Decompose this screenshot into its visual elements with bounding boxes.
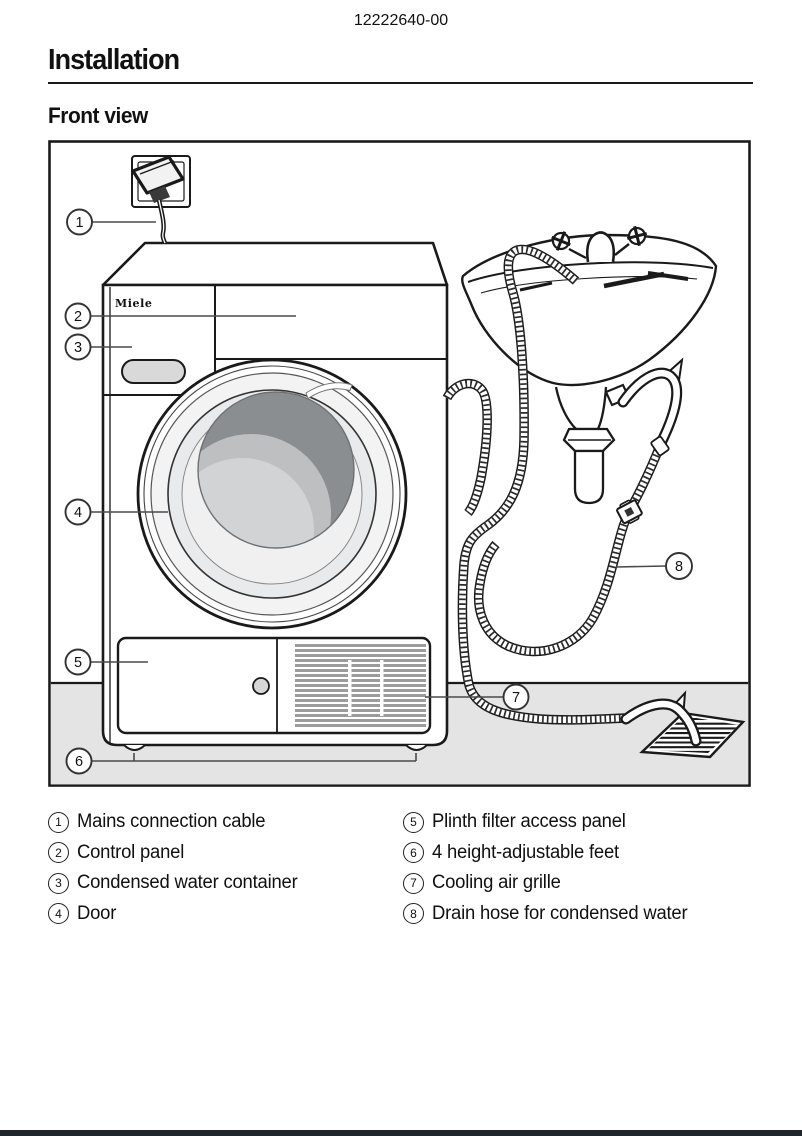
- callout-1: 1: [66, 208, 156, 236]
- drain-hose-sink-to-floor: [457, 244, 626, 725]
- foot-left: [123, 744, 146, 751]
- hose-clamp: [650, 435, 670, 457]
- condensed-water-container-handle: [121, 359, 186, 384]
- foot-right: [405, 744, 428, 751]
- legend-item: 1 Mains connection cable: [48, 811, 304, 833]
- plinth-knob: [252, 677, 270, 695]
- legend-item: 6 4 height-adjustable feet: [403, 842, 695, 864]
- legend-num-5: 5: [403, 811, 424, 833]
- svg-text:8: 8: [675, 559, 683, 575]
- legend-num-4: 4: [48, 903, 69, 924]
- hose-coupling: [616, 499, 643, 525]
- legend-num-7: 7: [403, 872, 424, 894]
- legend-label-1: Mains connection cable: [77, 811, 266, 832]
- door-highlight: [305, 382, 353, 400]
- hose-guide-floor: [620, 690, 702, 747]
- machine-top-face: [101, 241, 449, 287]
- legend-item: 8 Drain hose for condensed water: [403, 903, 695, 925]
- legend-item: 2 Control panel: [48, 842, 304, 864]
- callout-2: 2: [64, 302, 296, 330]
- title-rule: [48, 82, 753, 84]
- svg-text:3: 3: [74, 340, 82, 356]
- callout-5: 5: [64, 648, 148, 676]
- legend-label-3: Condensed water container: [77, 872, 298, 893]
- svg-text:2: 2: [74, 309, 82, 325]
- svg-text:4: 4: [74, 505, 82, 521]
- cooling-air-grille: [295, 644, 426, 727]
- legend-label-8: Drain hose for condensed water: [432, 902, 688, 924]
- plinth-panel: [116, 636, 432, 735]
- legend-item: 4 Door: [48, 903, 304, 925]
- section-title: Front view: [48, 103, 148, 128]
- miele-logo: Miele: [115, 297, 153, 310]
- svg-text:1: 1: [75, 215, 83, 231]
- callout-3: 3: [64, 333, 132, 361]
- door: [136, 358, 408, 630]
- legend-label-4: Door: [77, 902, 117, 924]
- callout-6: 6: [65, 747, 417, 775]
- legend-item: 5 Plinth filter access panel: [403, 811, 695, 833]
- power-plug: [131, 155, 191, 244]
- svg-text:7: 7: [512, 690, 520, 706]
- doc-number: 12222640-00: [353, 12, 449, 29]
- callout-8: 8: [615, 552, 693, 580]
- legend-label-5: Plinth filter access panel: [432, 811, 626, 832]
- legend-item: 3 Condensed water container: [48, 872, 304, 894]
- hose-guide-sink: [617, 357, 684, 451]
- legend-num-2: 2: [48, 842, 69, 863]
- drain-hose-trap-route: [474, 357, 684, 657]
- sink-taps: [551, 225, 648, 263]
- callout-7: 7: [425, 683, 530, 711]
- svg-text:6: 6: [75, 754, 83, 770]
- sink-trap: [554, 383, 631, 505]
- legend-column-right: 5 Plinth filter access panel 6 4 height-…: [403, 811, 695, 933]
- front-view-illustration: Miele: [48, 140, 751, 787]
- legend-num-1: 1: [48, 811, 69, 833]
- plug-neck: [149, 186, 170, 203]
- drain-hose-machine-outlet: [442, 378, 492, 517]
- front-view-svg: Miele: [48, 140, 751, 787]
- callouts: 1 2 3 4 5 6: [64, 208, 693, 775]
- legend-num-6: 6: [403, 842, 424, 863]
- legend-num-8: 8: [403, 903, 424, 924]
- legend-item: 7 Cooling air grille: [403, 872, 695, 894]
- svg-text:5: 5: [74, 655, 82, 671]
- legend-num-3: 3: [48, 872, 69, 894]
- legend-label-6: 4 height-adjustable feet: [432, 841, 619, 863]
- legend-label-7: Cooling air grille: [432, 872, 561, 893]
- legend-column-left: 1 Mains connection cable 2 Control panel…: [48, 811, 304, 933]
- page-title: Installation: [48, 44, 180, 76]
- callout-4: 4: [64, 498, 168, 526]
- page-bottom-bar: [0, 1130, 802, 1136]
- legend-label-2: Control panel: [77, 841, 185, 863]
